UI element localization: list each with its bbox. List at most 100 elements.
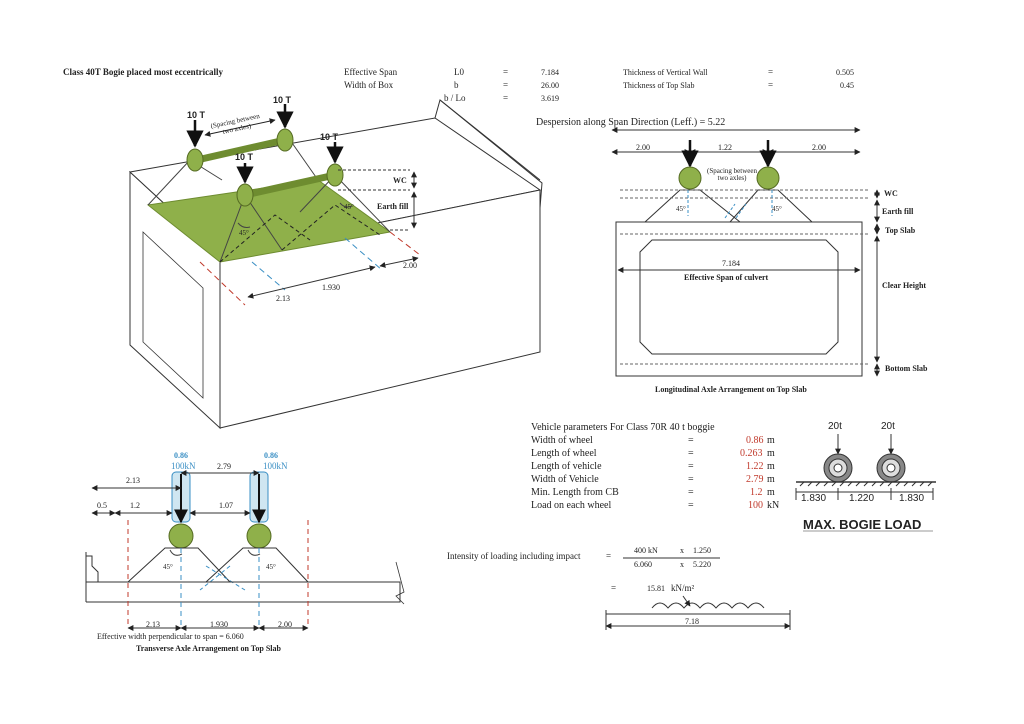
bogie-load-label: 20t — [828, 421, 842, 432]
intensity-x: x — [680, 560, 684, 569]
dim-label: 2.00 — [636, 143, 650, 152]
dim-label: 2.13 — [146, 620, 160, 629]
longitudinal-section — [611, 127, 880, 377]
load-label: 10 T — [187, 110, 206, 120]
vehicle-param-value: 2.79 — [746, 474, 764, 485]
span-value: 7.184 — [722, 259, 740, 268]
clear-height-label: Clear Height — [882, 281, 927, 290]
axle-spacing-note: (Spacing between two axles) — [707, 167, 757, 182]
wc-label: WC — [884, 189, 898, 198]
angle-label: 45° — [772, 205, 782, 213]
vehicle-param-value: 1.22 — [746, 461, 764, 472]
effective-width-label: Effective width perpendicular to span = … — [97, 632, 244, 641]
intensity-unit: kN/m² — [671, 583, 695, 593]
param-value: 26.00 — [541, 81, 559, 90]
udl-span: 7.18 — [685, 617, 699, 626]
vehicle-heading: Vehicle parameters For Class 70R 40 t bo… — [531, 422, 715, 433]
vehicle-param-unit: m — [767, 487, 775, 498]
span-label: Effective Span of culvert — [684, 273, 769, 282]
wheel-load-label: 100kN — [263, 461, 288, 471]
param-eq: = — [503, 93, 509, 103]
bogie-title: MAX. BOGIE LOAD — [803, 517, 922, 532]
intensity-eq: = — [611, 583, 617, 593]
earth-fill-label: Earth fill — [377, 202, 409, 211]
vehicle-param-unit: m — [767, 435, 775, 446]
param-label: Effective Span — [344, 67, 398, 77]
vehicle-param-unit: m — [767, 448, 775, 459]
bogie-dim-label: 1.830 — [899, 493, 925, 504]
vehicle-param-unit: m — [767, 474, 775, 485]
wheel-width-label: 0.86 — [264, 451, 278, 460]
transverse-caption: Transverse Axle Arrangement on Top Slab — [136, 644, 281, 653]
angle-label: 45° — [266, 563, 276, 571]
vehicle-param-label: Load on each wheel — [531, 500, 612, 511]
dim-label: 2.13 — [126, 476, 140, 485]
wheel-width-label: 0.86 — [174, 451, 188, 460]
intensity-label: Intensity of loading including impact — [447, 551, 581, 561]
drawing-title: Class 40T Bogie placed most eccentricall… — [63, 67, 224, 77]
vehicle-param-eq: = — [688, 435, 694, 446]
earth-fill-label: Earth fill — [882, 207, 914, 216]
vehicle-param-unit: kN — [767, 500, 780, 511]
wc-label: WC — [393, 176, 407, 185]
vehicle-param-value: 0.263 — [740, 448, 763, 459]
vehicle-param-eq: = — [688, 500, 694, 511]
dim-label: 1.930 — [210, 620, 228, 629]
dim-label: 1.22 — [718, 143, 732, 152]
bottom-slab-label: Bottom Slab — [885, 364, 928, 373]
vehicle-param-eq: = — [688, 487, 694, 498]
vehicle-param-label: Min. Length from CB — [531, 487, 619, 498]
param-eq: = — [503, 80, 509, 90]
dim-label: 1.2 — [130, 501, 140, 510]
dim-label: 2.13 — [276, 294, 290, 303]
dim-label: 2.00 — [812, 143, 826, 152]
thickness-eq: = — [768, 67, 774, 77]
thickness-value: 0.45 — [840, 81, 854, 90]
vehicle-param-value: 100 — [748, 500, 763, 511]
wheel-load-label: 100kN — [171, 461, 196, 471]
dim-label: 2.00 — [403, 261, 417, 270]
param-symbol: b — [454, 80, 459, 90]
longitudinal-caption: Longitudinal Axle Arrangement on Top Sla… — [655, 385, 807, 394]
load-label: 10 T — [235, 152, 254, 162]
param-eq: = — [503, 67, 509, 77]
param-label: Width of Box — [344, 80, 394, 90]
param-symbol: b / Lo — [444, 93, 466, 103]
vehicle-param-label: Length of wheel — [531, 448, 597, 459]
angle-label: 45° — [239, 229, 249, 237]
dim-label: 1.07 — [219, 501, 233, 510]
bogie-dim-label: 1.830 — [801, 493, 827, 504]
intensity-den-b: 5.220 — [693, 560, 711, 569]
angle-label: 45° — [163, 563, 173, 571]
vehicle-param-label: Width of wheel — [531, 435, 593, 446]
vehicle-param-eq: = — [688, 474, 694, 485]
intensity-result: 15.81 — [647, 584, 665, 593]
angle-label: 45° — [344, 203, 354, 211]
bogie-dim-label: 1.220 — [849, 493, 875, 504]
vehicle-param-label: Length of vehicle — [531, 461, 602, 472]
thickness-label: Thickness of Vertical Wall — [623, 68, 708, 77]
vehicle-param-label: Width of Vehicle — [531, 474, 599, 485]
dim-label: 1.930 — [322, 283, 340, 292]
intensity-x: x — [680, 546, 684, 555]
param-value: 3.619 — [541, 94, 559, 103]
vehicle-param-value: 1.2 — [750, 487, 763, 498]
load-label: 10 T — [320, 132, 339, 142]
load-label: 10 T — [273, 95, 292, 105]
vehicle-param-unit: m — [767, 461, 775, 472]
intensity-den-a: 6.060 — [634, 560, 652, 569]
intensity-eq: = — [606, 551, 612, 561]
dim-label: 2.00 — [278, 620, 292, 629]
vehicle-param-eq: = — [688, 461, 694, 472]
transverse-section — [85, 470, 405, 631]
dim-label: 2.79 — [217, 462, 231, 471]
thickness-eq: = — [768, 80, 774, 90]
isometric-culvert — [128, 99, 543, 430]
udl-diagram — [605, 557, 791, 630]
intensity-num-b: 1.250 — [693, 546, 711, 555]
dim-label: 0.5 — [97, 501, 107, 510]
dispersion-label: Despersion along Span Direction (Leff.) … — [536, 117, 726, 128]
vehicle-param-value: 0.86 — [746, 435, 764, 446]
intensity-num-a: 400 kN — [634, 546, 658, 555]
